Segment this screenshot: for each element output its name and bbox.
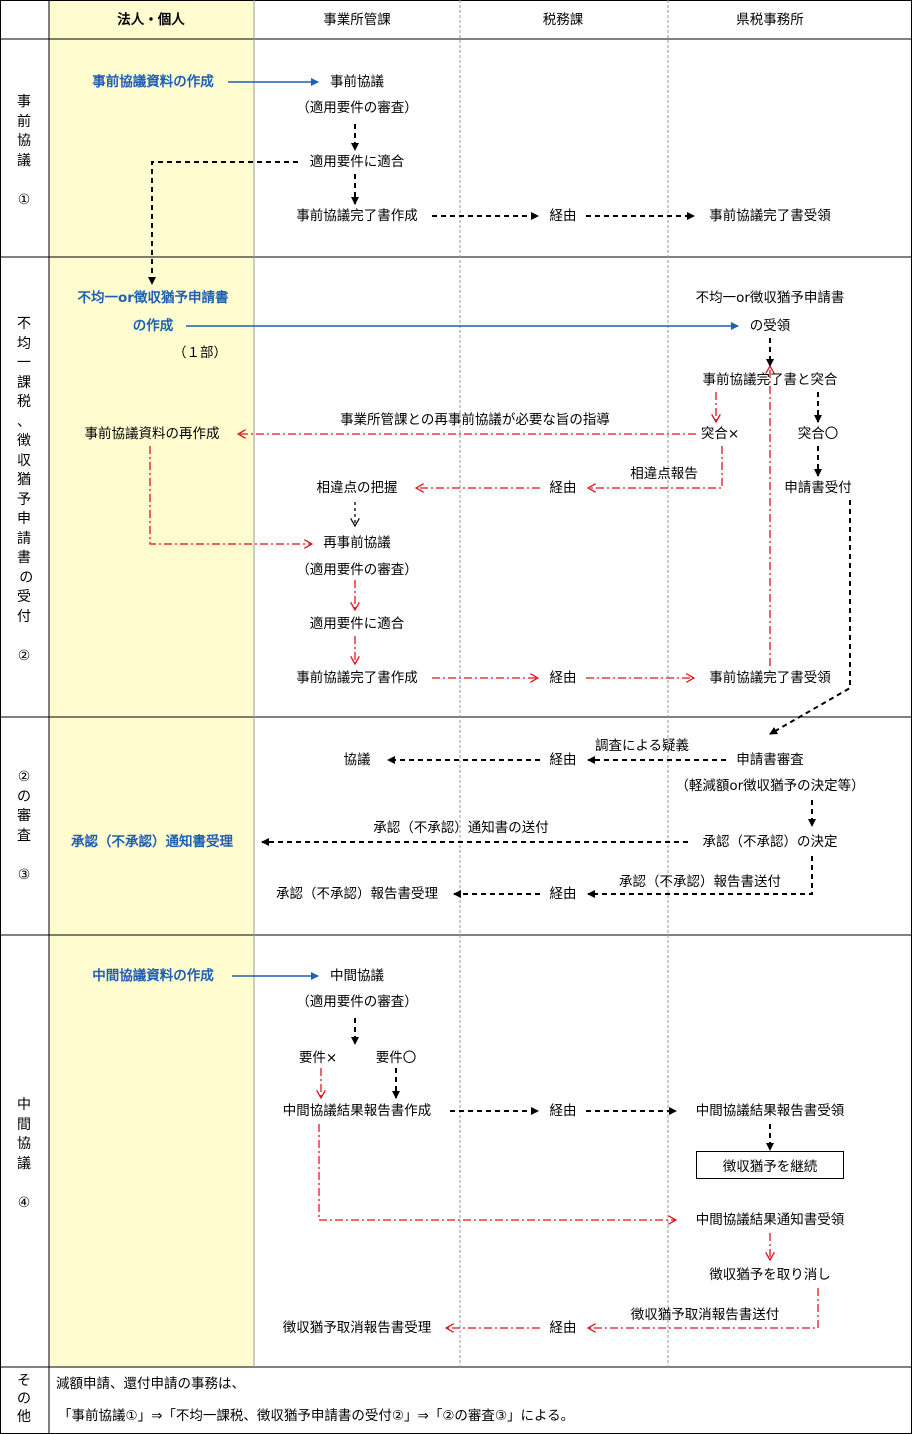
s1-meets: 適用要件に適合 xyxy=(309,154,405,170)
s3-decision-note: （軽減額or徴収猶予の決定等） xyxy=(675,778,865,794)
s3-via: 経由 xyxy=(549,752,577,768)
section-label-2: 不 均 一 課 税 、 徴 収 猶 予 申 請 書 の 受 付 ② xyxy=(17,316,34,664)
section-label-5: そ の 他 xyxy=(17,1373,31,1425)
header-pref: 県税事務所 xyxy=(736,12,804,28)
s3-consult: 協議 xyxy=(343,752,371,768)
s2-mismatch: 突合× xyxy=(700,426,740,442)
s2-via-2: 経由 xyxy=(549,670,577,686)
s2-received: 事前協議完了書受領 xyxy=(709,670,831,686)
s4-notice-recv: 中間協議結果通知書受領 xyxy=(695,1212,845,1228)
s4-via-2: 経由 xyxy=(549,1320,577,1336)
s2-grasp: 相違点の把握 xyxy=(316,480,398,496)
s1-complete-doc: 事前協議完了書作成 xyxy=(296,208,418,224)
s3-notice-recv: 承認（不承認）通知書受理 xyxy=(71,834,233,850)
s1-review: （適用要件の審査） xyxy=(296,100,418,116)
s2-reconsult: 再事前協議 xyxy=(323,535,391,551)
corp-column-fill xyxy=(49,1,254,1367)
s4-continue: 徴収猶予を継続 xyxy=(722,1159,818,1175)
s4-cancel-send: 徴収猶予取消報告書送付 xyxy=(630,1307,780,1323)
s2-via: 経由 xyxy=(549,480,577,496)
header-tax: 税務課 xyxy=(542,12,584,28)
s2-apply-1: 不均一or徴収猶予申請書 xyxy=(77,290,229,306)
s2-apply-2: の作成 xyxy=(132,318,174,334)
s2-recreate: 事前協議資料の再作成 xyxy=(84,426,220,442)
s2-recv-1: 不均一or徴収猶予申請書 xyxy=(695,290,845,306)
s2-review: （適用要件の審査） xyxy=(296,562,418,578)
s3-notice-send: 承認（不承認）通知書の送付 xyxy=(373,820,549,836)
s3-report-recv: 承認（不承認）報告書受理 xyxy=(276,886,438,902)
s4-ok: 要件〇 xyxy=(375,1050,417,1066)
s2-meets: 適用要件に適合 xyxy=(309,616,405,632)
s4-continue-box: 徴収猶予を継続 xyxy=(696,1151,844,1179)
s1-consult: 事前協議 xyxy=(330,74,384,90)
s2-accept: 申請書受付 xyxy=(784,480,852,496)
section-label-3: ② の 審 査 ③ xyxy=(17,769,31,883)
column-dividers xyxy=(253,0,669,1367)
s2-complete-doc: 事前協議完了書作成 xyxy=(296,670,418,686)
s3-via-2: 経由 xyxy=(549,886,577,902)
s3-report-send: 承認（不承認）報告書送付 xyxy=(619,874,781,890)
s2-one-copy: （１部） xyxy=(173,345,227,361)
section-label-1: 事 前 協 議 ① xyxy=(17,94,31,208)
s3-review: 申請書審査 xyxy=(736,752,804,768)
s1-create-docs: 事前協議資料の作成 xyxy=(92,74,214,90)
s1-via: 経由 xyxy=(549,208,577,224)
other-line-2: 「事前協議①」⇒「不均一課税、徴収猶予申請書の受付②」⇒「②の審査③」による。 xyxy=(58,1408,575,1424)
s3-doubt: 調査による疑義 xyxy=(594,738,690,754)
other-line-1: 減額申請、還付申請の事務は、 xyxy=(56,1376,245,1392)
s4-ng: 要件× xyxy=(298,1050,338,1066)
s4-create-docs: 中間協議資料の作成 xyxy=(92,968,214,984)
section-label-4: 中 間 協 議 ④ xyxy=(17,1097,31,1211)
s4-report-recv: 中間協議結果報告書受領 xyxy=(695,1103,845,1119)
s4-review: （適用要件の審査） xyxy=(296,994,418,1010)
s2-match: 突合〇 xyxy=(797,426,839,442)
s3-decide: 承認（不承認）の決定 xyxy=(702,834,838,850)
s4-cancel: 徴収猶予を取り消し xyxy=(709,1267,831,1283)
s4-cancel-recv: 徴収猶予取消報告書受理 xyxy=(282,1320,432,1336)
s1-received: 事前協議完了書受領 xyxy=(709,208,831,224)
s2-diff-report: 相違点報告 xyxy=(630,466,698,482)
header-office: 事業所管課 xyxy=(323,12,391,28)
s2-check: 事前協議完了書と突合 xyxy=(702,372,838,388)
s2-recv-2: の受領 xyxy=(749,318,791,334)
s4-report: 中間協議結果報告書作成 xyxy=(282,1103,432,1119)
s4-via: 経由 xyxy=(549,1103,577,1119)
header-corp: 法人・個人 xyxy=(117,12,185,28)
s2-guidance: 事業所管課との再事前協議が必要な旨の指導 xyxy=(340,412,610,428)
s4-consult: 中間協議 xyxy=(330,968,384,984)
